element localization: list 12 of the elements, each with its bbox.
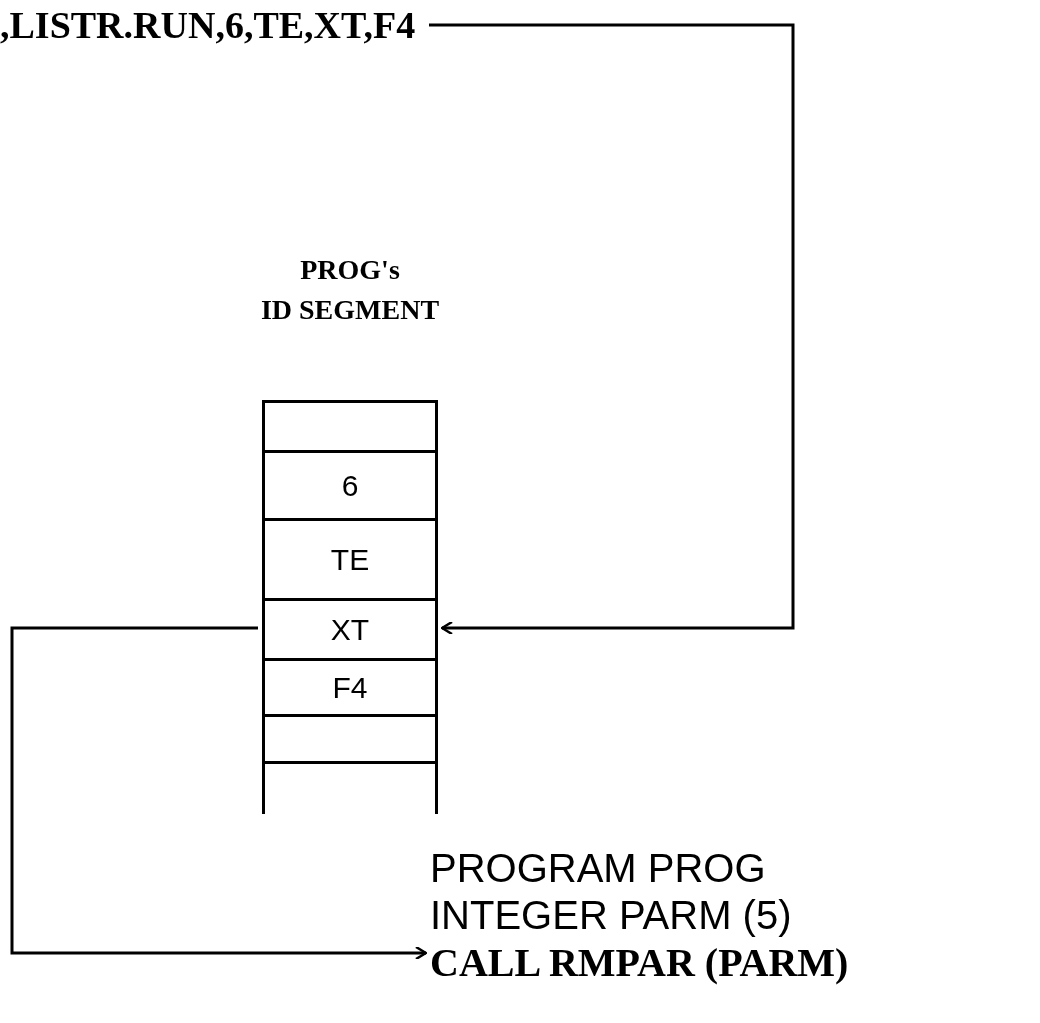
arrow bbox=[429, 23, 795, 636]
command-text: ,LISTR.RUN,6,TE,XT,F4 bbox=[0, 2, 416, 48]
code-line: PROGRAM PROG bbox=[430, 845, 767, 892]
memory-cell: XT bbox=[265, 598, 435, 658]
memory-cell: 6 bbox=[265, 450, 435, 518]
code-line: CALL RMPAR (PARM) bbox=[430, 939, 849, 986]
segment-heading: PROG's ID SEGMENT bbox=[260, 253, 440, 327]
arrow bbox=[10, 626, 428, 961]
memory-cell bbox=[265, 714, 435, 764]
memory-cell: F4 bbox=[265, 658, 435, 714]
memory-cell: TE bbox=[265, 518, 435, 598]
code-line: INTEGER PARM (5) bbox=[430, 892, 793, 939]
